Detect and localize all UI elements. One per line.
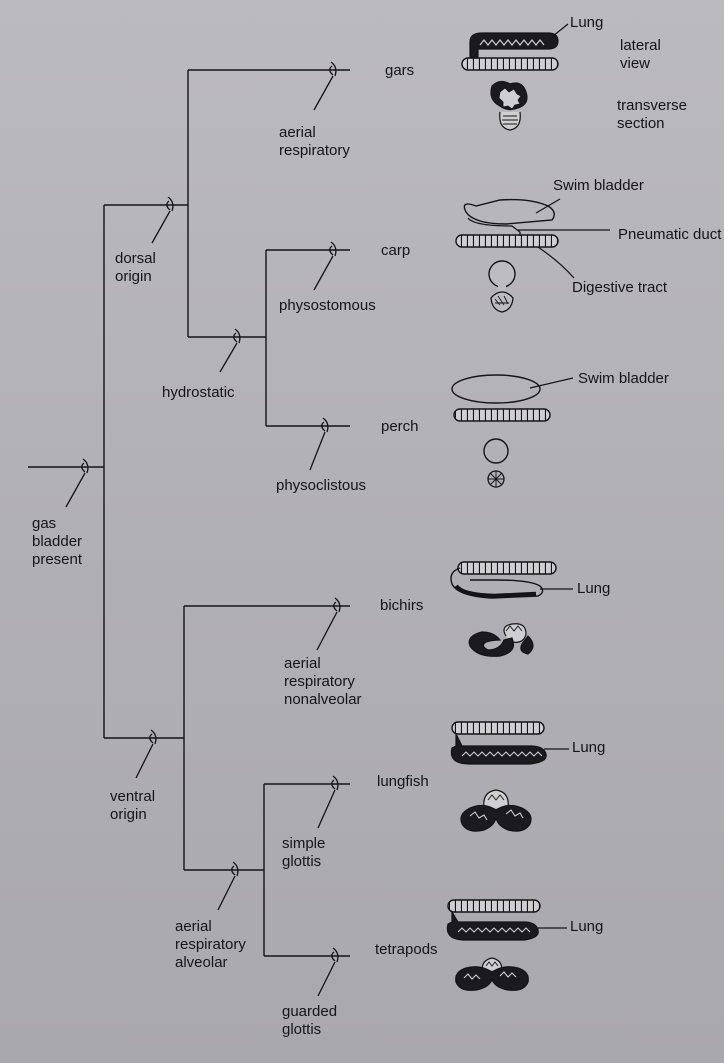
trait-guarded-glottis: guarded glottis (282, 1003, 338, 1038)
trait-gars-aerial-respiratory: aerial respiratory (279, 124, 350, 159)
lungfish-lateral-illustration (450, 721, 569, 765)
marker-hydrostatic (234, 328, 241, 344)
annotation-lung-bichirs: Lung (577, 580, 611, 597)
marker-dorsal (167, 196, 174, 212)
annotation-swim-bladder-perch: Swim bladder (578, 370, 669, 387)
gars-lateral-illustration (461, 23, 569, 71)
bichirs-lateral-illustration (450, 561, 573, 599)
perch-transverse-illustration (483, 438, 509, 488)
character-markers (65, 61, 341, 997)
annotation-swim-bladder-carp: Swim bladder (553, 177, 644, 194)
annotation-transverse-section: transverse section (617, 97, 688, 132)
taxon-carp: carp (381, 242, 411, 259)
marker-simple-glottis (332, 775, 339, 791)
taxon-gars: gars (385, 62, 415, 79)
tree-branches (28, 69, 350, 957)
taxon-bichirs: bichirs (380, 597, 424, 614)
marker-ventral (150, 729, 157, 745)
annotation-lung-gars: Lung (570, 14, 604, 31)
taxon-perch: perch (381, 418, 419, 435)
trait-aerial-respiratory-nonalveolar: aerial respiratory nonalveolar (284, 655, 362, 708)
carp-transverse-illustration (488, 260, 516, 313)
tetrapods-lateral-illustration (446, 899, 567, 941)
bichirs-transverse-illustration (468, 623, 534, 657)
marker-guarded-glottis (332, 947, 339, 963)
trait-physoclistous: physoclistous (276, 477, 367, 494)
annotation-lung-tetrapods: Lung (570, 918, 604, 935)
annotation-lung-lungfish: Lung (572, 739, 606, 756)
marker-physostomous (330, 241, 337, 257)
marker-alveolar (232, 861, 239, 877)
carp-lateral-illustration (455, 198, 610, 279)
lungfish-transverse-illustration (460, 789, 532, 832)
marker-bichirs-aerial (334, 597, 341, 613)
marker-gars-aerial (330, 61, 337, 77)
trait-physostomous: physostomous (279, 297, 376, 314)
annotation-digestive-tract: Digestive tract (572, 279, 668, 296)
annotation-lateral-view: lateral view (620, 37, 661, 72)
perch-lateral-illustration (451, 374, 574, 422)
taxon-tetrapods: tetrapods (375, 941, 438, 958)
trait-ventral-origin: ventral origin (110, 788, 156, 823)
trait-dorsal-origin: dorsal origin (115, 250, 156, 285)
trait-simple-glottis: simple glottis (282, 835, 326, 870)
trait-gas-bladder-present: gas bladder present (32, 515, 83, 568)
taxon-lungfish: lungfish (377, 773, 429, 790)
gars-transverse-illustration (490, 80, 528, 131)
annotation-pneumatic-duct: Pneumatic duct (618, 226, 722, 243)
trait-aerial-respiratory-alveolar: aerial respiratory alveolar (175, 918, 246, 971)
marker-physoclistous (322, 417, 329, 433)
marker-gas-bladder (82, 458, 89, 474)
trait-hydrostatic: hydrostatic (162, 384, 235, 401)
tetrapods-transverse-illustration (455, 957, 529, 991)
